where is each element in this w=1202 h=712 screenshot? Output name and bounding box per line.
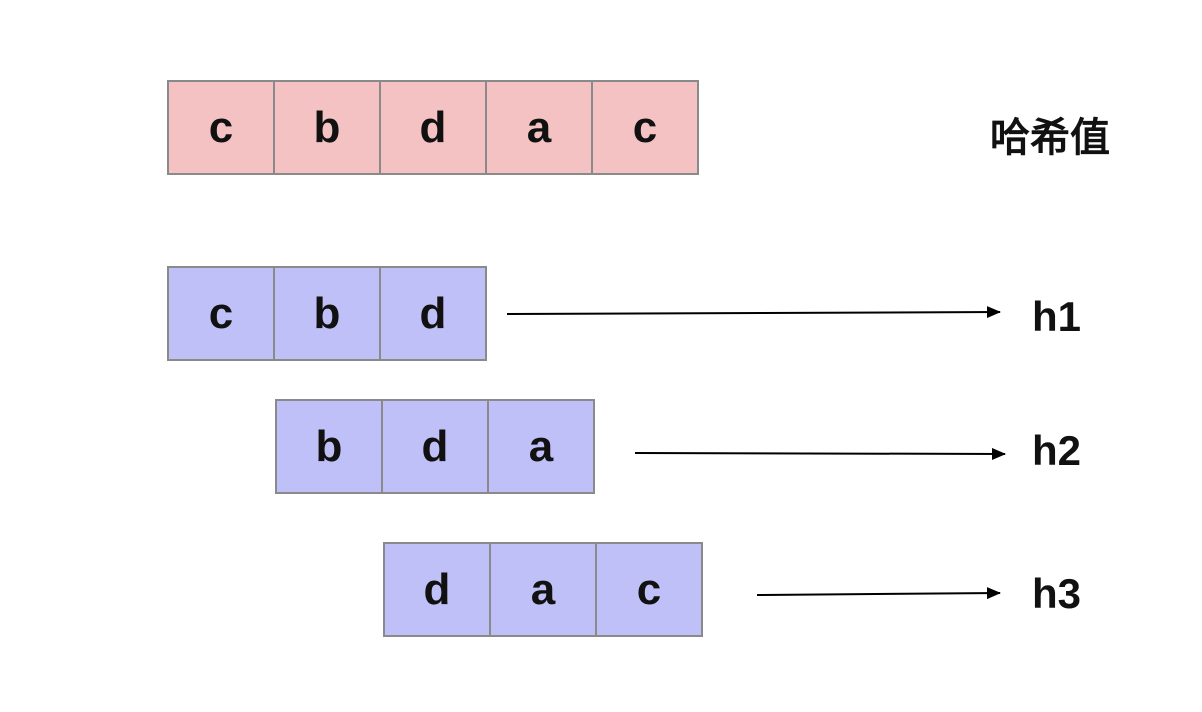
main-char-cell: c <box>591 80 699 175</box>
window-char-cell: c <box>167 266 275 361</box>
window-row-2: b d a <box>275 399 595 494</box>
arrow-h3 <box>756 587 1001 600</box>
main-char-cell: a <box>485 80 593 175</box>
window-char-cell: b <box>275 399 383 494</box>
hash-label-h3: h3 <box>1032 570 1082 617</box>
window-char-cell: c <box>595 542 703 637</box>
hash-label-h1: h1 <box>1032 293 1082 340</box>
hash-value-title: 哈希值 <box>990 115 1110 161</box>
window-char-cell: d <box>383 542 491 637</box>
window-row-3: d a c <box>383 542 703 637</box>
main-string-row: c b d a c <box>167 80 699 175</box>
main-char-cell: c <box>167 80 275 175</box>
arrow-h2 <box>634 447 1006 460</box>
hash-label-h2: h2 <box>1032 427 1082 474</box>
arrow-h1 <box>506 306 1001 319</box>
main-char-cell: b <box>273 80 381 175</box>
window-char-cell: d <box>379 266 487 361</box>
window-char-cell: a <box>489 542 597 637</box>
window-row-1: c b d <box>167 266 487 361</box>
window-char-cell: a <box>487 399 595 494</box>
